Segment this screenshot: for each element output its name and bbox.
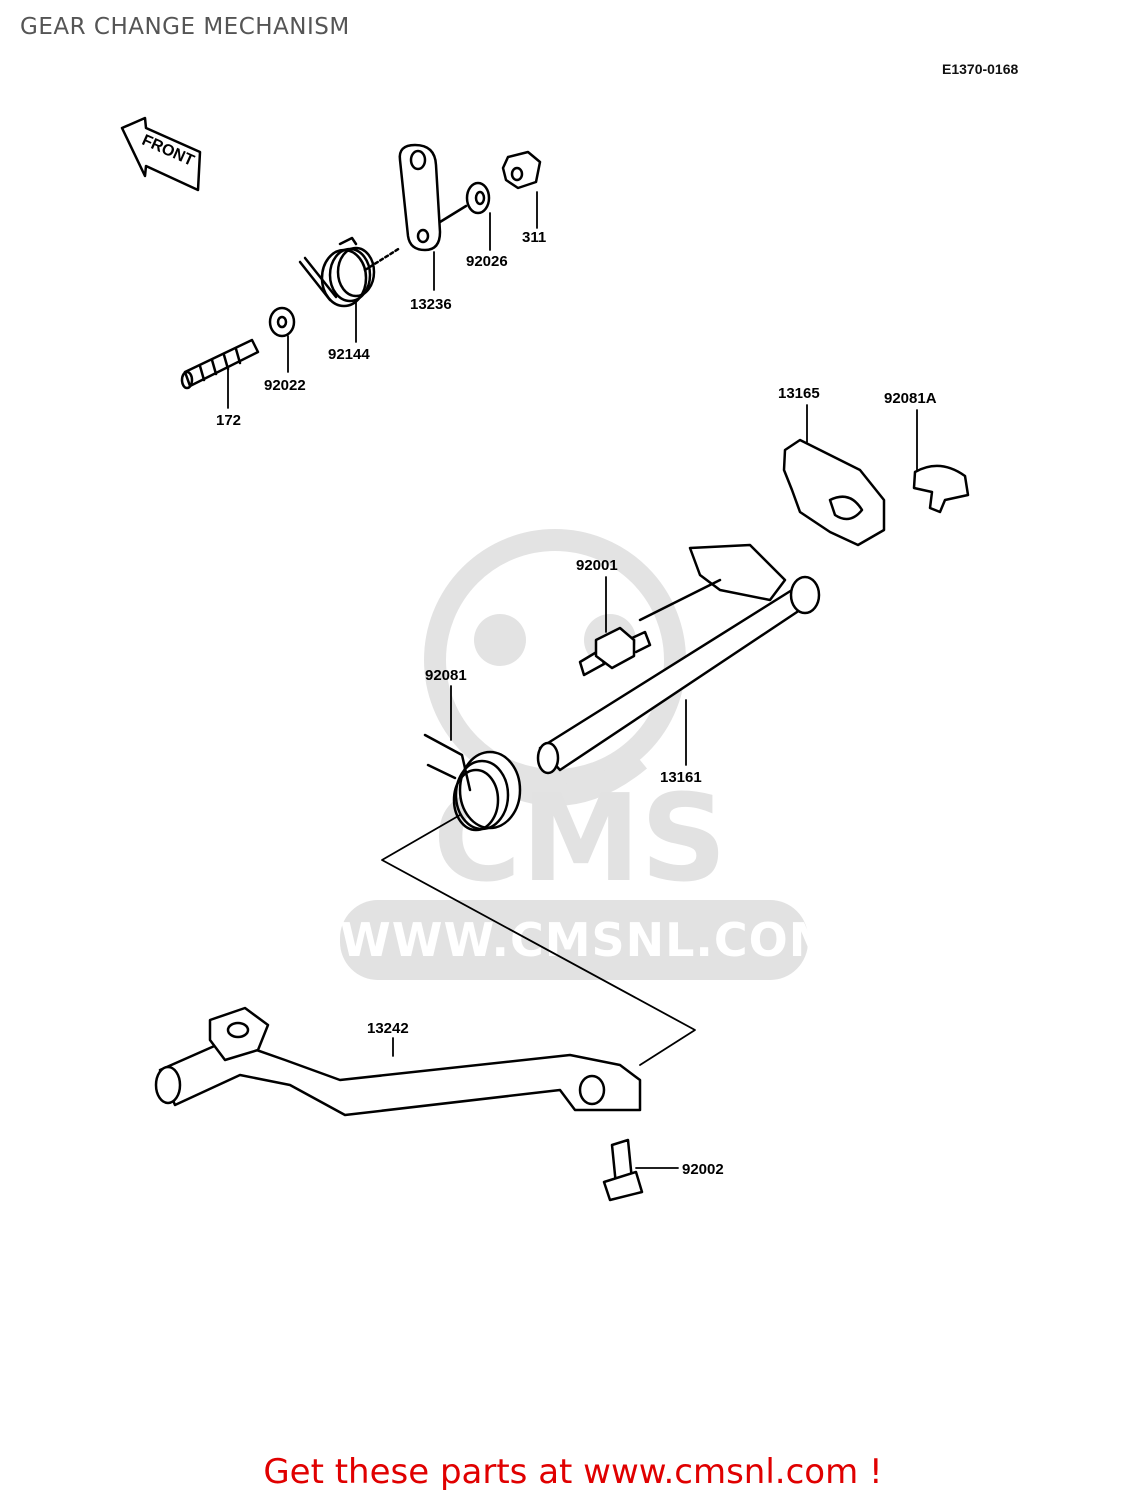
part-label-92001[interactable]: 92001 xyxy=(576,557,618,574)
part-label-311[interactable]: 311 xyxy=(522,229,547,246)
plate-13165 xyxy=(782,438,886,547)
part-label-13161[interactable]: 13161 xyxy=(660,769,702,786)
bolt-92002 xyxy=(602,1138,644,1202)
nut-311 xyxy=(501,150,542,190)
bolt-92001 xyxy=(578,626,652,677)
part-label-172[interactable]: 172 xyxy=(216,412,242,429)
part-label-92002[interactable]: 92002 xyxy=(682,1161,724,1178)
page-title: GEAR CHANGE MECHANISM xyxy=(20,14,350,40)
front-arrow-icon xyxy=(120,116,202,192)
washer-92026 xyxy=(438,181,491,224)
part-label-92081[interactable]: 92081 xyxy=(425,667,467,684)
part-label-92081A[interactable]: 92081A xyxy=(884,390,937,407)
spring-92081 xyxy=(423,733,522,832)
pedal-13242 xyxy=(154,1006,642,1117)
part-label-92026[interactable]: 92026 xyxy=(466,253,508,270)
watermark-url: WWW.CMSNL.COM xyxy=(340,900,835,980)
part-label-92144[interactable]: 92144 xyxy=(328,346,370,363)
part-label-13165[interactable]: 13165 xyxy=(778,385,820,402)
arm-13236 xyxy=(363,143,442,272)
spring-92144 xyxy=(298,236,376,308)
footer-promo-link[interactable]: Get these parts at www.cmsnl.com ! xyxy=(263,1452,883,1492)
part-label-92022[interactable]: 92022 xyxy=(264,377,306,394)
washer-92022 xyxy=(268,306,296,338)
part-label-13236[interactable]: 13236 xyxy=(410,296,452,313)
shaft-13161 xyxy=(536,543,821,775)
stud-172 xyxy=(180,338,260,390)
clip-92081A xyxy=(912,464,970,514)
diagram-code: E1370-0168 xyxy=(942,61,1019,77)
part-label-13242[interactable]: 13242 xyxy=(367,1020,409,1037)
